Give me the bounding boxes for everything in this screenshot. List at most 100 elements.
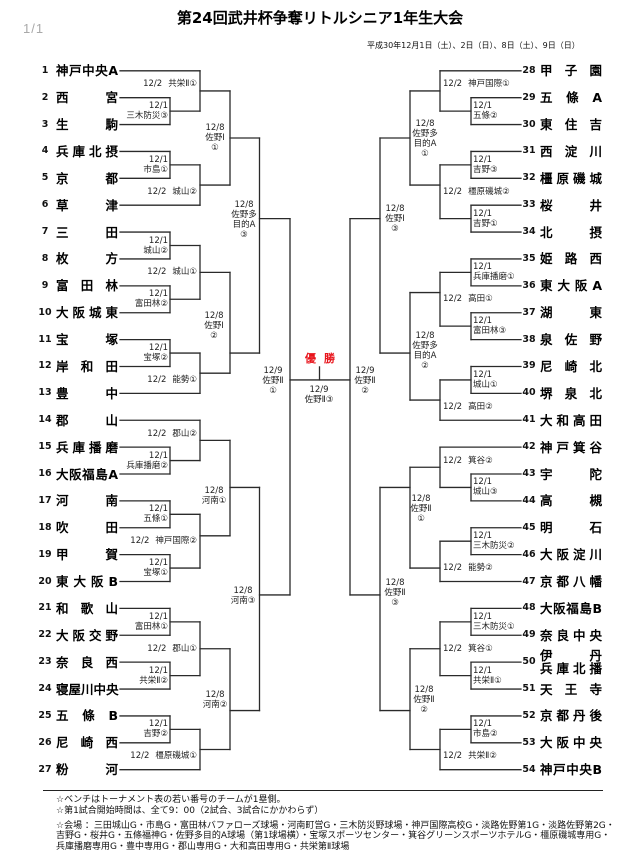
team-name-char: 都 [556, 708, 569, 724]
match-date: 12/8 [415, 119, 435, 130]
team-name-char: 奈 [540, 627, 553, 643]
team-name: 伊丹兵庫北播 [540, 649, 602, 675]
team-number: 1 [41, 64, 49, 76]
team-name: 橿原磯城 [540, 172, 602, 185]
team-number: 12 [38, 360, 52, 372]
team-name-char: 橿 [540, 170, 553, 186]
team-name-line: 豊中 [56, 387, 118, 400]
team-name: 吹田 [56, 521, 118, 534]
team-name-line: 明石 [540, 521, 602, 534]
team-name-char: 北 [589, 385, 602, 401]
team-name: 奈良中央 [540, 629, 602, 642]
team-name-char: 富 [56, 278, 69, 294]
team-name-char: 甲 [56, 547, 69, 563]
team-name-char: 王 [564, 681, 578, 697]
team-number: 31 [522, 145, 536, 157]
team-name-char: 西 [105, 654, 118, 670]
match-venue: 城山① [172, 267, 197, 278]
team-name-char: 幡 [589, 574, 602, 590]
team-name-char: B [108, 708, 118, 724]
team-name-line: 桜井 [540, 199, 602, 212]
team-name-char: 大 [557, 278, 570, 294]
team-name-line: 大阪淀川 [540, 548, 602, 561]
team-name: 枚方 [56, 252, 118, 265]
match-venue: 佐野多 目的A ② [412, 340, 438, 371]
team-name-char: 東 [540, 278, 553, 294]
team-name-char: 神 [540, 762, 553, 778]
team-name: 姫路西 [540, 252, 602, 265]
team-number: 33 [522, 199, 536, 211]
match-venue: 市島② [473, 729, 498, 740]
match-date: 12/1 [473, 208, 493, 219]
team-name-char: 田 [589, 412, 602, 428]
match-date: 12/8 [385, 578, 405, 589]
match-date: 12/1 [473, 719, 493, 730]
team-name-char: B [592, 762, 602, 778]
team-name-char: 東 [105, 305, 118, 321]
team-name-char: 姫 [540, 251, 553, 267]
team-name-char: A [108, 63, 118, 79]
match-date: 12/1 [473, 369, 493, 380]
team-number: 46 [522, 548, 536, 560]
team-name-char: 央 [589, 627, 602, 643]
team-name-char: 阪 [69, 466, 82, 482]
team-name-char: 東 [589, 305, 602, 321]
team-name-line: 宝塚 [56, 333, 118, 346]
team-name-char: 井 [589, 197, 602, 213]
team-name: 北摂 [540, 226, 602, 239]
team-number: 21 [38, 602, 52, 614]
team-number: 45 [522, 521, 536, 533]
team-name-char: 兵 [56, 439, 69, 455]
team-name: 大阪交野 [56, 629, 118, 642]
team-name: 京都八幡 [540, 575, 602, 588]
team-name: 京都 [56, 172, 118, 185]
document-title: 第24回武井杯争奪リトルシニア1年生大会 [176, 9, 464, 27]
team-name: 桜井 [540, 199, 602, 212]
match-date: 12/1 [148, 611, 168, 622]
match-date: 12/8 [204, 311, 224, 322]
team-name: 大阪淀川 [540, 548, 602, 561]
match-date: 12/2 [443, 563, 463, 574]
team-name-char: 住 [564, 117, 578, 133]
team-name-line: 寝屋川中央 [56, 681, 119, 697]
team-name-char: 播 [589, 661, 602, 677]
team-name-line: 姫路西 [540, 252, 602, 265]
team-name-char: 央 [95, 63, 108, 79]
match-venue: 兵庫播磨② [126, 460, 168, 471]
match-date: 12/1 [473, 477, 493, 488]
match-date: 12/1 [148, 235, 168, 246]
team-name-char: 槻 [589, 493, 602, 509]
match-venue: 共栄Ⅱ① [168, 79, 197, 90]
team-name-line: 湖東 [540, 306, 602, 319]
team-name-char: 宮 [105, 90, 118, 106]
team-number: 49 [522, 629, 536, 641]
team-name-char: 後 [589, 708, 602, 724]
note-bench: ☆ベンチはトーナメント表の若い番号のチームが1塁側。 [56, 795, 286, 805]
team-name-char: 子 [564, 63, 578, 79]
match-venue: 三木防災② [473, 541, 515, 552]
team-name-char: 北 [589, 358, 602, 374]
team-name-char: 川 [81, 681, 94, 697]
team-name-char: 條 [566, 90, 579, 106]
team-name: 寝屋川中央 [56, 681, 119, 697]
team-name-char: 都 [556, 574, 569, 590]
team-name-line: 生駒 [56, 118, 118, 131]
team-name-line: 尼崎西 [56, 736, 118, 749]
